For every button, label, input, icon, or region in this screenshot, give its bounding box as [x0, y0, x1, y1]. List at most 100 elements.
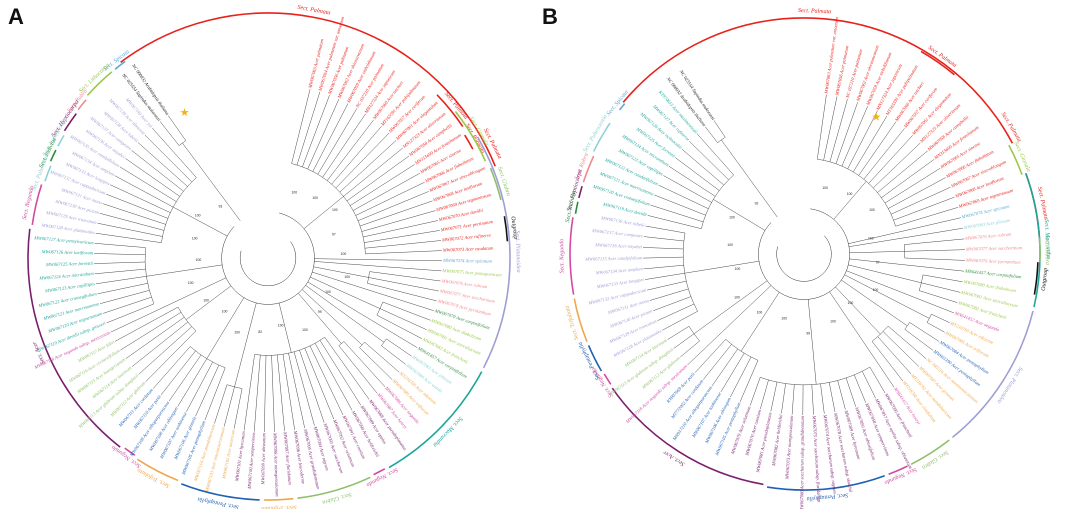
- section-label: Sect. Negundo: [559, 239, 565, 274]
- branch: [643, 247, 684, 250]
- support-value: 100: [196, 258, 202, 262]
- section-arc: [489, 167, 502, 201]
- branch: [739, 360, 759, 402]
- branch: [681, 148, 724, 186]
- branch: [233, 388, 243, 429]
- tip-label: MW067071 Acer pectinatum: [439, 219, 494, 233]
- section-arc: [1008, 144, 1023, 175]
- branch: [343, 341, 386, 387]
- tip-label: MW067072 Acer rufinerve: [441, 233, 491, 243]
- branch: [868, 135, 913, 184]
- branch: [369, 271, 441, 282]
- branch: [103, 296, 152, 314]
- support-value: 97: [876, 261, 880, 265]
- branch: [185, 285, 232, 320]
- branch: [817, 94, 827, 160]
- branch: [204, 367, 226, 421]
- branch: [887, 325, 927, 359]
- branch: [844, 274, 930, 319]
- branch: [693, 280, 768, 334]
- branch: [881, 159, 935, 198]
- branch: [99, 213, 165, 231]
- branch: [317, 108, 358, 175]
- tip-label: MW067137 Acer campestre: [591, 228, 643, 239]
- branch: [873, 142, 921, 189]
- branch: [359, 347, 393, 380]
- branch: [299, 350, 325, 423]
- branch: [758, 208, 850, 300]
- section-arc: [1033, 262, 1039, 295]
- support-value: 100: [735, 267, 741, 271]
- section-arc: [454, 111, 487, 162]
- branch: [182, 142, 241, 221]
- support-value: 100: [727, 243, 733, 247]
- section-label: Sect. Palmata: [297, 5, 331, 17]
- branch: [301, 289, 363, 346]
- section-arc: [27, 228, 121, 448]
- section-label: Sect. Negundo: [365, 466, 399, 487]
- branch: [94, 268, 146, 275]
- section-label: Sect. Glabra: [920, 449, 949, 470]
- branch: [131, 321, 189, 367]
- branch: [144, 134, 192, 183]
- branch: [668, 166, 716, 197]
- branch: [835, 102, 858, 164]
- section-arc: [766, 475, 885, 491]
- branch: [97, 283, 148, 295]
- branch: [309, 345, 344, 416]
- star-marker: ★: [871, 112, 881, 124]
- branch: [327, 119, 374, 181]
- branch: [115, 306, 179, 342]
- section-arc: [388, 371, 483, 469]
- branch: [645, 225, 686, 234]
- branch: [364, 341, 400, 373]
- star-marker: ★: [180, 107, 190, 119]
- branch: [688, 326, 700, 342]
- support-value: 100: [325, 290, 331, 294]
- section-arc: [31, 184, 43, 226]
- branch: [243, 354, 255, 431]
- tip-label: MW067097 Acer floridanum: [283, 431, 293, 486]
- branch: [829, 291, 858, 334]
- section-arc: [263, 497, 294, 501]
- branch: [206, 297, 245, 359]
- branch: [675, 157, 720, 191]
- branch: [288, 353, 305, 429]
- tip-label: MW067133 Acer longipes: [595, 277, 644, 290]
- support-value: 100: [848, 301, 854, 305]
- branch: [643, 264, 684, 270]
- tip-label: MW067075 Acer saccharum subsp. floridanu…: [812, 415, 822, 504]
- branch: [869, 366, 886, 394]
- branch: [110, 184, 171, 213]
- branch: [94, 253, 146, 256]
- branch: [159, 121, 180, 146]
- branch: [644, 272, 685, 280]
- branch: [647, 215, 702, 229]
- branch: [877, 150, 928, 193]
- section-arc: [888, 465, 908, 476]
- branch: [713, 199, 766, 231]
- branch: [833, 181, 867, 220]
- branch: [110, 316, 143, 333]
- branch: [811, 384, 814, 415]
- branch: [293, 351, 315, 426]
- support-value: 100: [781, 317, 787, 321]
- branch: [720, 353, 745, 393]
- branch: [721, 139, 778, 218]
- branch: [845, 377, 856, 407]
- branch: [760, 379, 769, 410]
- branch: [705, 126, 718, 143]
- branch: [214, 384, 228, 424]
- branch: [335, 132, 390, 189]
- section-arc: [49, 149, 57, 162]
- branch: [696, 133, 734, 176]
- branch: [314, 261, 386, 268]
- branch: [234, 302, 257, 387]
- branch: [359, 200, 433, 227]
- branch: [918, 227, 963, 236]
- branch: [663, 175, 712, 203]
- branch: [919, 290, 958, 303]
- branch: [379, 308, 427, 330]
